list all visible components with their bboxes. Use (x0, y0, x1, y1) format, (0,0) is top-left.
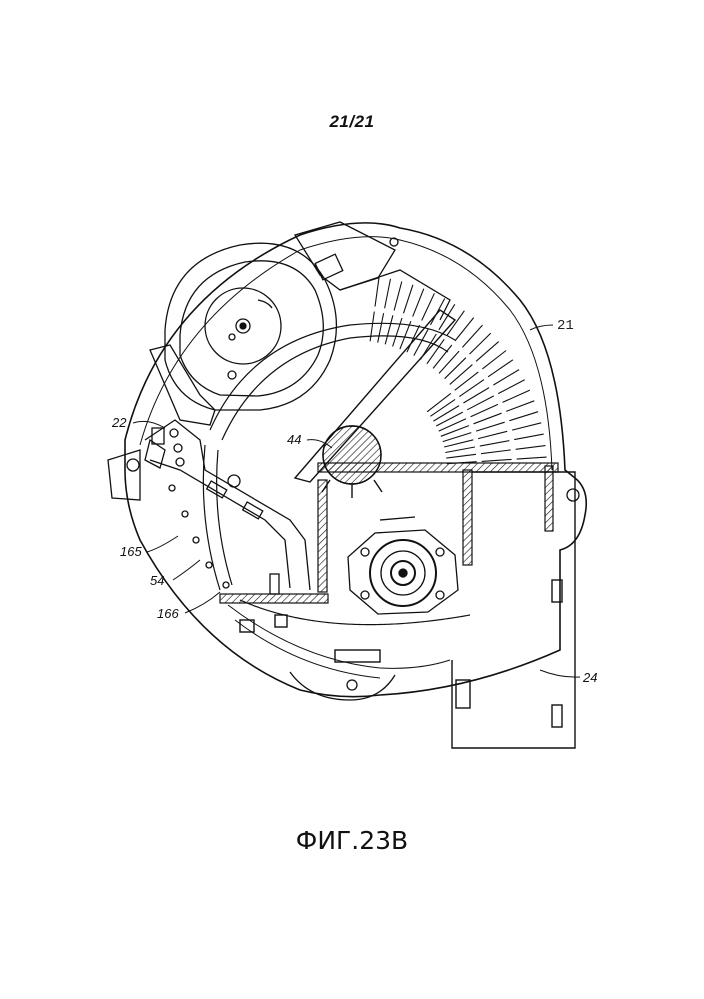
gear-assembly (150, 222, 450, 425)
vent-fin (474, 413, 502, 424)
vent-fin (509, 412, 538, 421)
vent-fin (459, 380, 484, 397)
bottom-rim (228, 605, 450, 678)
label-21: 21 (557, 318, 574, 334)
motor-unit (348, 517, 458, 614)
vent-fin (378, 313, 384, 342)
vent-fin (455, 372, 479, 390)
vent-fin (445, 358, 466, 379)
outlet-box (240, 472, 575, 748)
vent-fin (447, 311, 464, 336)
vent-fin (512, 423, 541, 430)
vent-fin (393, 318, 402, 347)
vent-fin (498, 380, 525, 394)
vent-fin (488, 360, 513, 377)
vent-fin (430, 399, 455, 416)
label-54: 54 (150, 573, 164, 588)
vent-fin (439, 351, 459, 373)
vent-fin (481, 450, 511, 454)
vent-fin (480, 441, 510, 447)
vent-fin (476, 422, 505, 431)
vent-fin (503, 390, 530, 402)
label-166: 166 (157, 606, 179, 621)
vent-fin (516, 446, 546, 450)
vent-fin (506, 401, 534, 412)
vent-fin (404, 285, 413, 314)
vent-fin (478, 431, 507, 438)
label-24: 24 (582, 670, 597, 685)
vent-fin (436, 412, 463, 426)
vent-fin (433, 406, 459, 422)
label-44: 44 (287, 432, 301, 447)
vent-fin (514, 434, 544, 440)
vent-fin (427, 393, 451, 411)
vent-fins (370, 277, 546, 464)
vent-fin (444, 440, 473, 447)
vent-fin (445, 447, 475, 453)
internal-walls (220, 463, 558, 603)
vent-fin (394, 282, 402, 311)
figure-caption: ФИГ.23В (0, 826, 704, 855)
vent-fin (493, 370, 519, 385)
vent-fin (375, 277, 379, 307)
vent-fin (450, 365, 473, 385)
vent-fin (370, 312, 374, 342)
vent-fin (482, 459, 512, 461)
vent-fin (422, 293, 435, 320)
vent-fin (517, 457, 547, 459)
label-22: 22 (111, 415, 127, 430)
vent-fin (413, 289, 424, 317)
label-165: 165 (120, 544, 142, 559)
vent-fin (385, 315, 393, 344)
vent-fin (446, 454, 476, 458)
central-hub (322, 426, 382, 498)
vent-fin (385, 279, 391, 309)
vent-fin (439, 419, 466, 431)
